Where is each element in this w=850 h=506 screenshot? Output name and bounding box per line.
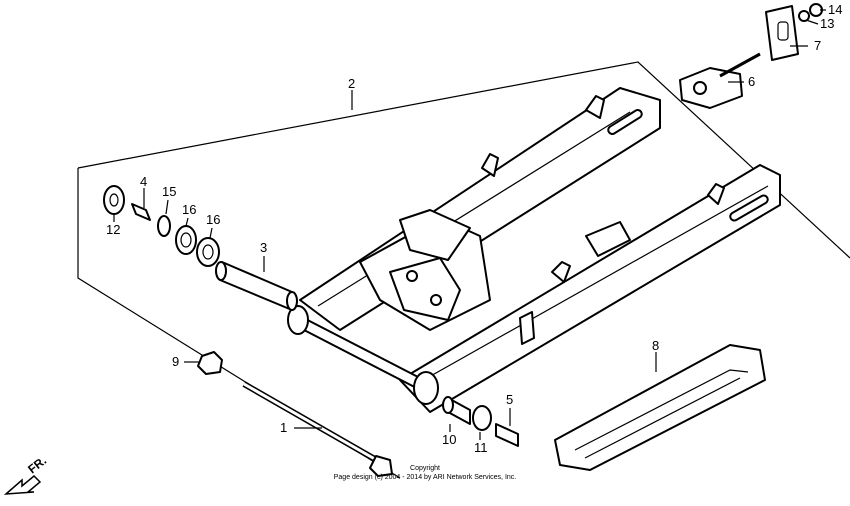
collar-5-part	[495, 423, 519, 447]
bearing-11-part	[472, 405, 492, 431]
callout-14: 14	[828, 2, 842, 17]
washer-13-part	[798, 10, 810, 22]
callout-7: 7	[814, 38, 821, 53]
bearing-16b-part	[196, 237, 220, 267]
callout-13: 13	[820, 16, 834, 31]
callout-9: 9	[172, 354, 179, 369]
callout-5: 5	[506, 392, 513, 407]
swingarm-part	[287, 87, 781, 413]
front-direction-arrow-icon: FR.	[3, 453, 49, 495]
callout-2: 2	[348, 76, 355, 91]
pivot-bolt-part	[242, 381, 393, 477]
callout-16a: 16	[182, 202, 196, 217]
leader-lines	[113, 9, 826, 440]
callout-4: 4	[140, 174, 147, 189]
callout-10: 10	[442, 432, 456, 447]
direction-label: FR.	[25, 453, 49, 476]
pivot-left-components	[103, 185, 298, 311]
callout-16b: 16	[206, 212, 220, 227]
callout-6: 6	[748, 74, 755, 89]
chain-slider-part	[554, 344, 766, 471]
adjuster-plate-part	[765, 5, 799, 61]
callout-3: 3	[260, 240, 267, 255]
callout-1: 1	[280, 420, 287, 435]
circlip-15-part	[157, 215, 171, 237]
callout-15: 15	[162, 184, 176, 199]
pivot-right-components	[442, 396, 519, 447]
bearing-16a-part	[175, 225, 197, 255]
callout-12: 12	[106, 222, 120, 237]
pivot-collar-3-part	[219, 261, 293, 311]
nut-9-part	[197, 351, 223, 375]
copyright-line1: Copyright	[410, 465, 440, 472]
callout-8: 8	[652, 338, 659, 353]
collar-4-part	[131, 203, 151, 221]
copyright-line2: Page design (c) 2004 - 2014 by ARI Netwo…	[334, 474, 517, 481]
chain-adjuster-part	[679, 52, 761, 109]
callout-11: 11	[474, 440, 488, 455]
seal-12-part	[103, 185, 125, 215]
